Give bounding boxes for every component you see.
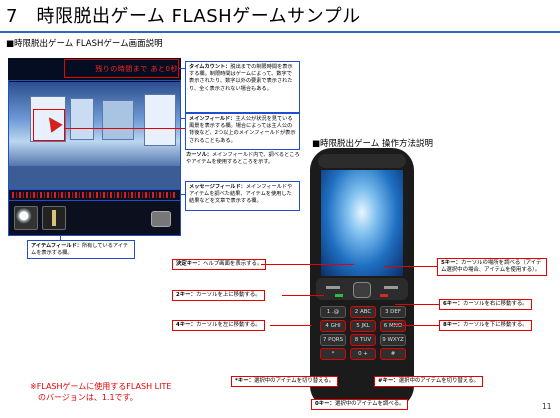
- connector-line: [65, 128, 185, 129]
- section-heading-screen: ■時限脱出ゲーム FLASHゲーム画面説明: [6, 39, 163, 49]
- soft-key-right[interactable]: [384, 286, 398, 289]
- leader-line: [393, 325, 439, 326]
- keypad-key[interactable]: 8 TUV: [350, 334, 376, 346]
- connector-line: [60, 236, 61, 241]
- keypad-key[interactable]: 2 ABC: [350, 306, 376, 318]
- cursor-highlight: [33, 109, 65, 141]
- note-messagefield: メッセージフィールド：メインフィールドやアイテムを調べた結果、アイテムを使用した…: [185, 181, 300, 211]
- connector-line: [181, 194, 185, 195]
- game-screenshot: 残りの時間まで あと0秒: [8, 58, 181, 236]
- keypad-key[interactable]: 3 DEF: [380, 306, 406, 318]
- item-slot-key-icon[interactable]: [42, 206, 66, 230]
- keypad-key[interactable]: 0 +: [350, 348, 376, 360]
- itemfield-highlight: [8, 200, 181, 236]
- leader-line: [270, 325, 312, 326]
- phone-earpiece: [318, 154, 406, 168]
- game-header-bar: 残りの時間まで あと0秒: [8, 58, 181, 82]
- phone-screen: [321, 170, 403, 276]
- camera-icon[interactable]: [151, 211, 171, 227]
- leader-line: [384, 266, 437, 267]
- enter-key[interactable]: [353, 282, 371, 298]
- flash-lite-note: ※FLASHゲームに使用するFLASH LITE のバージョンは、1.1です。: [30, 382, 172, 402]
- keypad-key[interactable]: 5 JKL: [350, 320, 376, 332]
- timecount-highlight: [64, 59, 179, 78]
- keypad-key[interactable]: 7 PQRS: [320, 334, 346, 346]
- shoji-door: [102, 100, 134, 140]
- shoji-door: [70, 98, 94, 140]
- leader-line: [261, 264, 354, 265]
- connector-line: [181, 118, 185, 119]
- keypad-key[interactable]: *: [320, 348, 346, 360]
- op-note-key4: 4キー：カーソルを左に移動する。: [172, 320, 265, 331]
- keypad-key[interactable]: 9 WXYZ: [380, 334, 406, 346]
- message-field: [8, 190, 181, 200]
- note-itemfield: アイテムフィールド：所有しているアイテムを表示する欄。: [27, 240, 135, 259]
- item-field: [8, 200, 181, 236]
- time-count: 残りの時間まで あと0秒: [95, 65, 178, 73]
- keypad-key[interactable]: #: [380, 348, 406, 360]
- op-note-key6: 6キー：カーソルを右に移動する。: [439, 299, 532, 310]
- keypad-key[interactable]: 1 .@: [320, 306, 346, 318]
- shoji-door: [30, 96, 66, 142]
- note-mainfield: メインフィールド：主人公が状況を見ている風景を表示する欄。場合によっては主人公の…: [185, 113, 300, 150]
- note-cursor: カーソル：メインフィールド内で、調べるところやアイテムを使用するところを示す。: [186, 152, 300, 167]
- mobile-phone: 1 .@ 2 ABC 3 DEF 4 GHI 5 JKL 6 MNO 7 PQRS 8 TUV…: [310, 148, 414, 408]
- op-note-hash: #キー：選択中のアイテムを切り替える。: [374, 376, 483, 387]
- room-floor: [8, 166, 181, 190]
- keypad-key[interactable]: 6 MNO: [380, 320, 406, 332]
- connector-line: [179, 68, 185, 69]
- section-heading-controls: ■時限脱出ゲーム 操作方法説明: [312, 139, 433, 149]
- leader-line: [282, 295, 324, 296]
- op-note-star: *キー：選択中のアイテムを切り替える。: [231, 376, 339, 387]
- slide-title: 7 時限脱出ゲーム FLASHゲームサンプル: [6, 6, 361, 27]
- page-number: 11: [542, 402, 552, 411]
- op-note-key8: 8キー：カーソルを下に移動する。: [439, 320, 532, 331]
- note-timecount: タイムカウント：脱出までの制限時間を表示する欄。制限時間はゲームによって、数字で…: [185, 61, 300, 113]
- keypad-key[interactable]: 4 GHI: [320, 320, 346, 332]
- op-note-key0: 0キー：選択中のアイテムを調べる。: [311, 399, 409, 410]
- shoji-door: [144, 94, 176, 146]
- op-note-enter: 決定キー：ヘルプ画面を表示する。: [172, 259, 267, 270]
- leader-line: [395, 304, 439, 305]
- end-key-icon[interactable]: [380, 294, 388, 297]
- soft-key-left[interactable]: [326, 286, 340, 289]
- op-note-key5: 5キー：カーソルの場所を調べる（アイテム選択中の場合、アイテムを使用する）。: [437, 258, 547, 276]
- op-note-key2: 2キー：カーソルを上に移動する。: [172, 290, 265, 301]
- item-slot-magnifier-icon[interactable]: [14, 206, 38, 230]
- message-text-noise: [12, 192, 177, 198]
- call-key-icon[interactable]: [335, 294, 343, 297]
- title-rule: [0, 31, 560, 33]
